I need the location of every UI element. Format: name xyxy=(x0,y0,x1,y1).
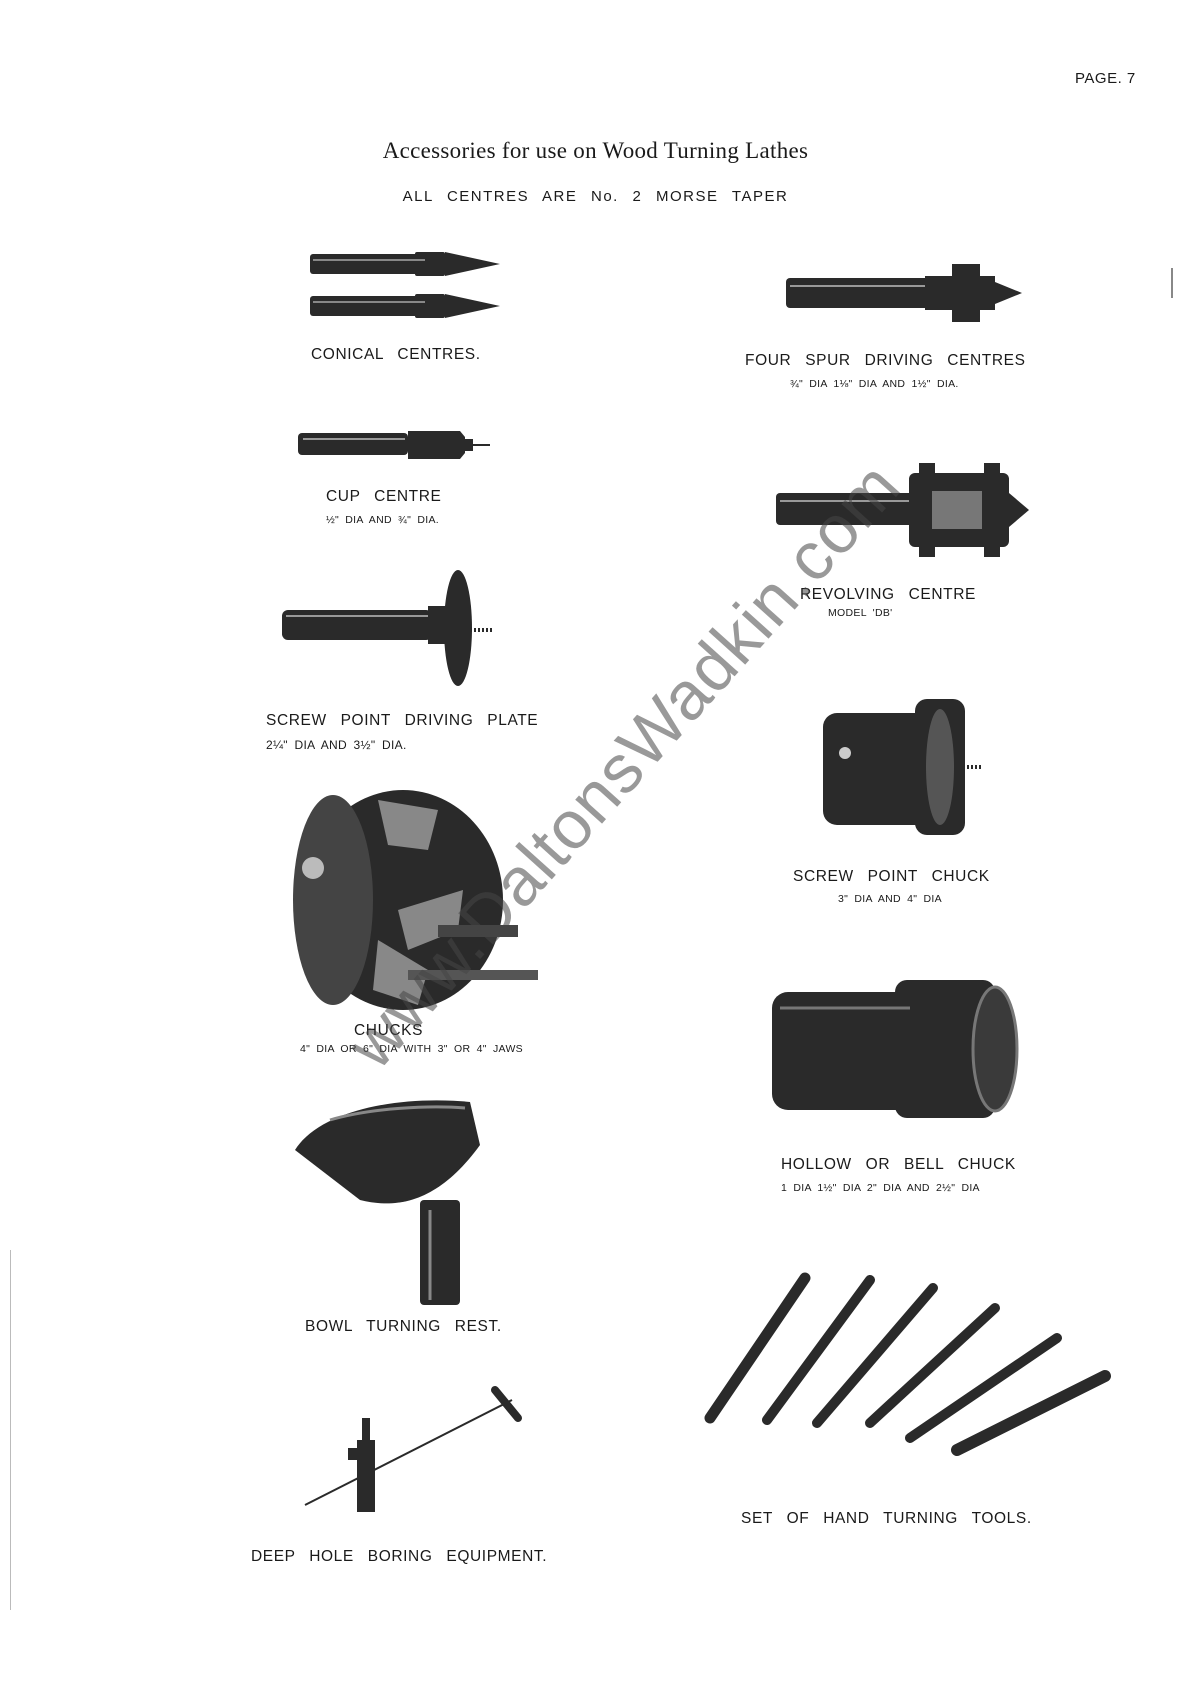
cup-centre-image xyxy=(298,431,490,459)
screw-point-chuck-caption: SCREW POINT CHUCK xyxy=(793,868,990,885)
chucks-detail: 4" DIA OR 6" DIA WITH 3" OR 4" JAWS xyxy=(300,1043,523,1055)
screw-point-driving-plate-caption: SCREW POINT DRIVING PLATE xyxy=(266,712,539,729)
screw-point-chuck-image xyxy=(823,699,983,835)
chucks-image xyxy=(293,790,538,1010)
margin-line xyxy=(10,1250,11,1610)
revolving-centre-image xyxy=(776,463,1029,557)
cup-centre-caption: CUP CENTRE xyxy=(326,488,442,505)
revolving-centre-caption: REVOLVING CENTRE xyxy=(800,586,976,603)
four-spur-driving-centres-image xyxy=(786,264,1022,322)
screw-point-chuck-detail: 3" DIA AND 4" DIA xyxy=(838,893,942,905)
four-spur-driving-centres-detail: ¾" DIA 1⅛" DIA AND 1½" DIA. xyxy=(790,378,959,390)
set-of-hand-turning-tools-image xyxy=(704,1272,1111,1456)
hollow-or-bell-chuck-image xyxy=(772,980,1019,1118)
screw-point-driving-plate-detail: 2¼" DIA AND 3½" DIA. xyxy=(266,738,407,752)
conical-centres-image xyxy=(310,252,500,318)
four-spur-driving-centres-caption: FOUR SPUR DRIVING CENTRES xyxy=(745,352,1026,369)
page-subtitle: ALL CENTRES ARE No. 2 MORSE TAPER xyxy=(402,188,789,205)
set-of-hand-turning-tools-caption: SET OF HAND TURNING TOOLS. xyxy=(741,1510,1032,1527)
bowl-turning-rest-caption: BOWL TURNING REST. xyxy=(305,1318,502,1335)
page-number: PAGE. 7 xyxy=(1075,70,1136,87)
page-title: Accessories for use on Wood Turning Lath… xyxy=(382,138,809,163)
revolving-centre-detail: MODEL 'DB' xyxy=(828,607,893,619)
cup-centre-detail: ½" DIA AND ¾" DIA. xyxy=(326,514,439,526)
bowl-turning-rest-image xyxy=(295,1100,480,1305)
deep-hole-boring-equipment-caption: DEEP HOLE BORING EQUIPMENT. xyxy=(251,1548,548,1565)
chucks-caption: CHUCKS xyxy=(354,1022,424,1039)
margin-mark xyxy=(1171,268,1173,298)
hollow-or-bell-chuck-detail: 1 DIA 1½" DIA 2" DIA AND 2½" DIA xyxy=(781,1182,980,1194)
screw-point-driving-plate-image xyxy=(282,570,492,686)
hollow-or-bell-chuck-caption: HOLLOW OR BELL CHUCK xyxy=(781,1156,1016,1173)
deep-hole-boring-equipment-image xyxy=(304,1386,522,1512)
conical-centres-caption: CONICAL CENTRES. xyxy=(311,346,481,363)
